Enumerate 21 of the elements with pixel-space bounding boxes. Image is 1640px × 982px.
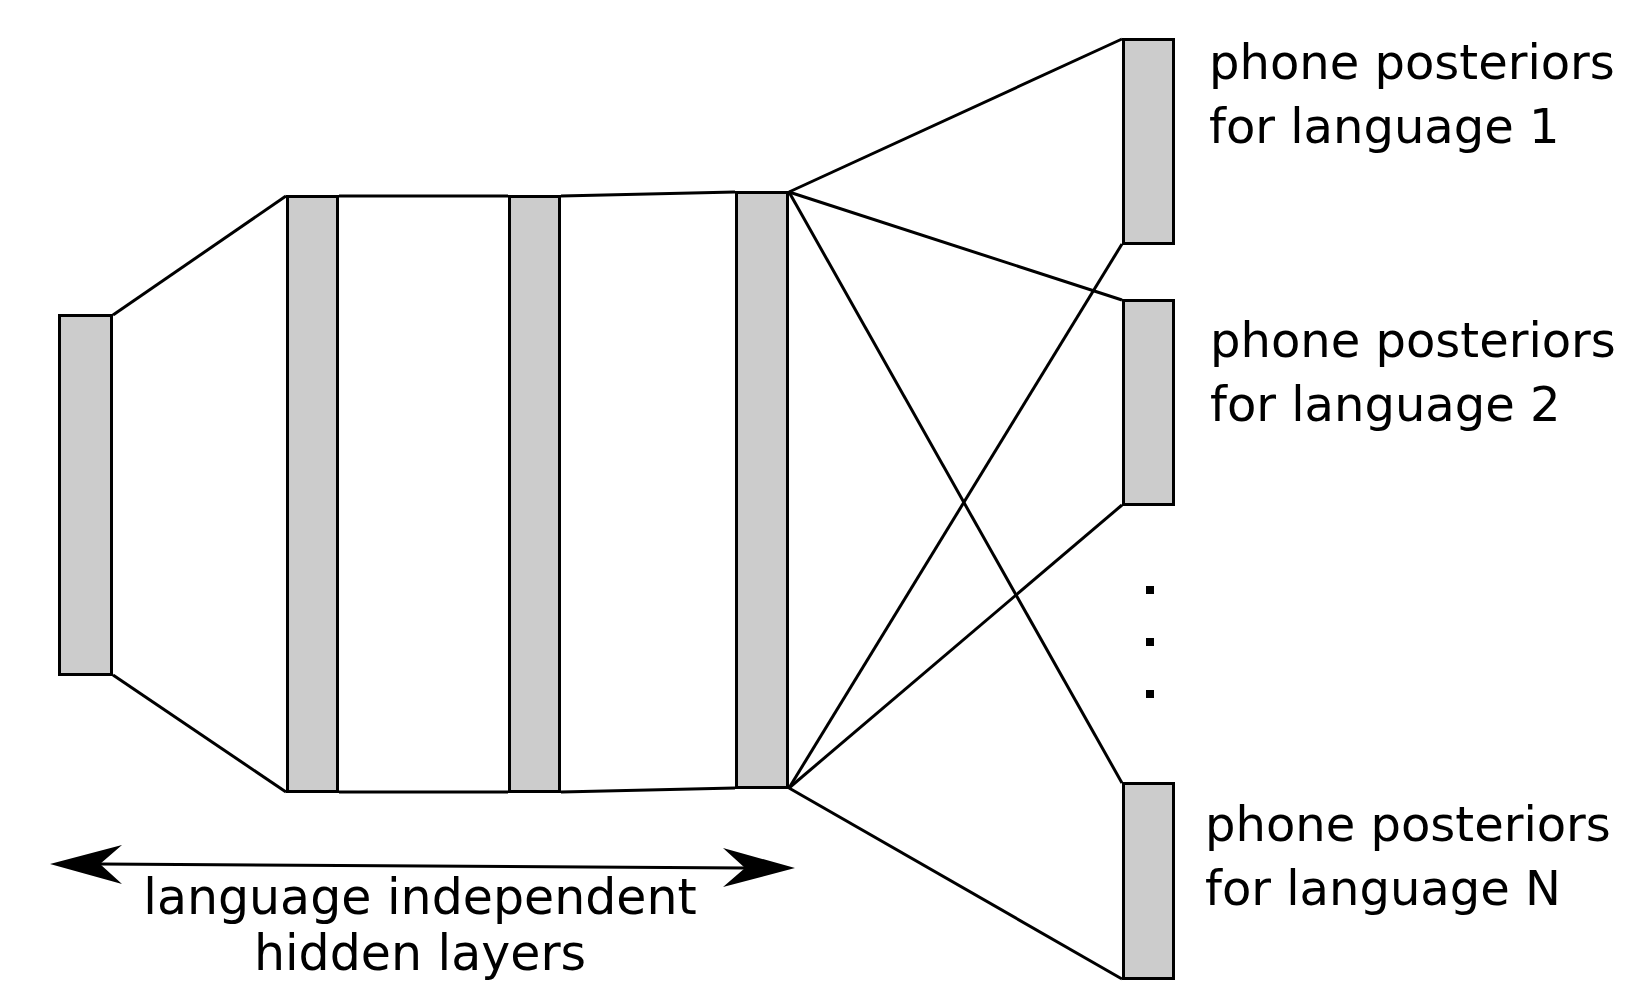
layer-bar (1122, 38, 1175, 245)
output-label: phone posteriors for language 2 (1210, 311, 1617, 434)
layer-bar (1122, 299, 1175, 506)
output-label: phone posteriors for language 1 (1209, 33, 1616, 156)
layer-bar (58, 314, 113, 676)
span-label: language independent hidden layers (142, 870, 698, 982)
connector-line (112, 194, 287, 317)
connector-line (788, 37, 1123, 194)
connector-line (339, 790, 508, 794)
connector-line (788, 503, 1123, 790)
connector-line (788, 190, 1123, 302)
layer-bar (508, 195, 561, 793)
connector-line (788, 786, 1123, 981)
connector-line (560, 190, 736, 198)
layer-bar (1122, 782, 1175, 980)
output-label: phone posteriors for language N (1205, 795, 1612, 918)
layer-bar (286, 195, 339, 793)
layer-bar (735, 191, 789, 789)
connector-line (339, 194, 508, 198)
connector-line (560, 786, 736, 794)
connector-line (112, 673, 287, 794)
